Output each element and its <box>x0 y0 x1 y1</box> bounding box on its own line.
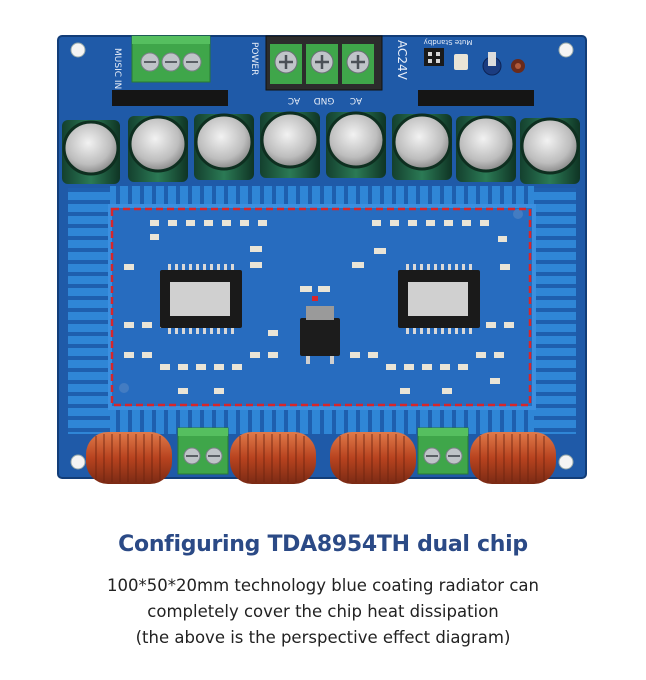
mounting-hole <box>558 454 574 470</box>
caption-line-2: completely cover the chip heat dissipati… <box>147 602 499 621</box>
smd-components-left <box>124 220 278 394</box>
terminal-label-gnd: GND <box>314 95 335 105</box>
caption-line-1: 100*50*20mm technology blue coating radi… <box>107 576 539 595</box>
heatsink-right-fins <box>530 188 576 434</box>
terminal-label-ac-right: AC <box>350 95 362 105</box>
mute-standby-label: Mute Standby <box>424 38 473 46</box>
mounting-hole <box>70 42 86 58</box>
mounting-hole <box>70 454 86 470</box>
smd-components-right <box>350 220 514 394</box>
music-in-label: MUSIC IN <box>112 48 122 89</box>
terminal-label-ac-left: AC <box>288 95 300 105</box>
inductor-coils <box>86 432 556 484</box>
capacitor-row <box>62 111 580 184</box>
heatsink-bottom-fins <box>110 408 534 434</box>
amplifier-chip-right <box>398 264 480 334</box>
small-capacitors <box>454 52 525 76</box>
caption-block: Configuring TDA8954TH dual chip 100*50*2… <box>0 510 646 680</box>
speaker-terminal-right <box>417 427 469 475</box>
voltage-regulator <box>300 286 340 364</box>
heatsink-left-fins <box>68 188 114 434</box>
product-photo: MUSIC IN POWER AC24V AC GND AC Mute Stan… <box>57 35 587 484</box>
caption-title: Configuring TDA8954TH dual chip <box>118 532 528 557</box>
mute-standby-header <box>424 48 444 66</box>
power-label: POWER <box>249 42 259 75</box>
rectifier-bar-right <box>418 90 534 106</box>
ac24v-label: AC24V <box>395 40 409 81</box>
heatsink-top-fins <box>110 186 534 208</box>
rectifier-bar-left <box>112 90 228 106</box>
mounting-hole <box>558 42 574 58</box>
amplifier-chip-left <box>160 264 242 334</box>
music-in-terminal <box>131 35 211 83</box>
chip-highlight-frame <box>110 207 532 407</box>
caption-line-3: (the above is the perspective effect dia… <box>135 628 511 647</box>
power-terminal <box>265 35 383 91</box>
speaker-terminal-left <box>177 427 229 475</box>
